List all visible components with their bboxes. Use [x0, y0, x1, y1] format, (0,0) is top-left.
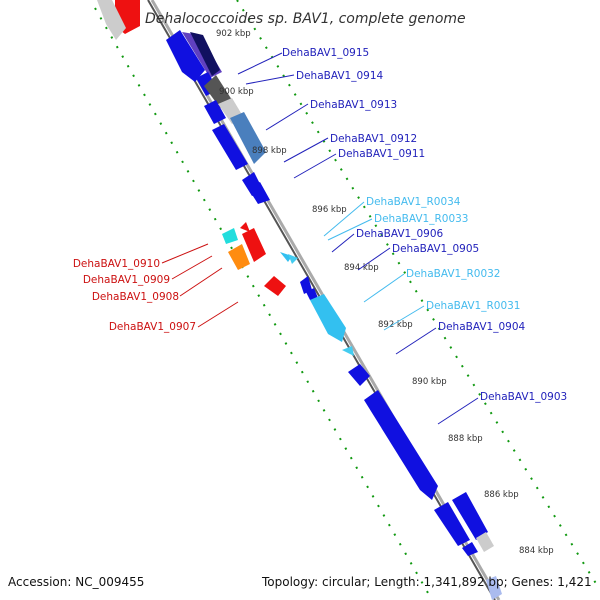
gene-label-0914: DehaBAV1_0914 — [296, 70, 384, 82]
gene-label-r0032: DehaBAV1_R0032 — [406, 268, 500, 280]
leader-0914 — [245, 74, 295, 85]
leader-0906 — [331, 233, 355, 253]
gene-label-0904: DehaBAV1_0904 — [438, 321, 526, 333]
scale-label-898: 898 kbp — [252, 146, 287, 156]
leader-0904 — [395, 327, 437, 355]
leader-0908 — [179, 267, 223, 297]
gene-bottom-3 — [462, 542, 478, 556]
topology-text: Topology: circular; Length: 1,341,892 bp… — [261, 575, 592, 589]
gene-label-0907: DehaBAV1_0907 — [109, 321, 196, 333]
gene-0908-arrow — [242, 228, 266, 262]
grey-gene-top — [97, 0, 126, 40]
rna-r0031 — [342, 346, 354, 356]
gene-label-r0034: DehaBAV1_R0034 — [366, 196, 461, 208]
gene-bottom-grey — [476, 532, 494, 552]
leader-0915 — [237, 52, 283, 75]
leader-0909 — [171, 255, 213, 280]
gene-label-0903: DehaBAV1_0903 — [480, 391, 567, 403]
gene-label-0911: DehaBAV1_0911 — [338, 148, 425, 160]
scale-label-896: 896 kbp — [312, 205, 347, 215]
gene-0913-arrow — [204, 100, 226, 124]
gene-bottom-2 — [452, 492, 488, 540]
gene-bottom-light — [486, 576, 502, 600]
leader-0911 — [293, 153, 337, 179]
gene-0910-arrow — [222, 228, 238, 244]
gene-0908b-arrow — [240, 222, 250, 232]
outer-dotted-ring — [236, 0, 600, 591]
scale-label-902: 902 kbp — [216, 29, 251, 39]
gene-0914-dark — [204, 75, 232, 108]
leader-0913 — [265, 103, 309, 131]
gene-0903-arrow — [364, 390, 438, 500]
gene-0906-arrow — [300, 276, 312, 294]
map-title: Dehalococcoides sp. BAV1, complete genom… — [145, 11, 466, 27]
gene-label-0908: DehaBAV1_0908 — [92, 291, 179, 303]
gene-0912-steel — [230, 112, 266, 164]
rna-r0033 — [288, 254, 298, 264]
scale-label-884: 884 kbp — [519, 546, 554, 556]
scale-label-900: 900 kbp — [219, 87, 254, 97]
leader-r0031 — [383, 305, 425, 331]
gene-label-r0031: DehaBAV1_R0031 — [426, 300, 520, 312]
leader-r0032 — [363, 273, 405, 303]
gene-0904-arrow — [348, 364, 370, 386]
scale-label-888: 888 kbp — [448, 434, 483, 444]
accession-text: Accession: NC_009455 — [8, 575, 144, 589]
leader-r0034 — [323, 201, 365, 237]
scale-label-892: 892 kbp — [378, 320, 413, 330]
gene-label-0909: DehaBAV1_0909 — [83, 274, 170, 286]
gene-0915-dark — [190, 32, 220, 76]
leader-0912 — [283, 137, 329, 163]
scale-label-886: 886 kbp — [484, 490, 519, 500]
gene-label-0912: DehaBAV1_0912 — [330, 133, 417, 145]
scale-label-890: 890 kbp — [412, 377, 447, 387]
gene-0905-arrow — [306, 288, 318, 300]
gene-label-0910: DehaBAV1_0910 — [73, 258, 160, 270]
rna-r0032 — [310, 294, 346, 342]
gene-0915-arrow — [166, 30, 205, 82]
rna-r0034 — [280, 252, 292, 262]
gene-label-r0033: DehaBAV1_R0033 — [374, 213, 468, 225]
leader-0905 — [357, 247, 391, 271]
gene-label-0913: DehaBAV1_0913 — [310, 99, 397, 111]
leader-r0033 — [327, 218, 373, 241]
gene-0909-arrow — [228, 244, 250, 270]
gene-label-0906: DehaBAV1_0906 — [356, 228, 444, 240]
gene-bottom-1 — [434, 502, 470, 546]
inner-dotted-ring — [94, 7, 433, 600]
gene-label-0905: DehaBAV1_0905 — [392, 243, 479, 255]
gene-0907-arrow — [264, 276, 286, 296]
gene-0911b-arrow — [248, 182, 270, 204]
leader-0903 — [437, 397, 479, 425]
leader-0910 — [161, 243, 209, 264]
leader-0907 — [197, 301, 239, 328]
gene-0912-arrow — [212, 124, 248, 170]
gene-label-0915: DehaBAV1_0915 — [282, 47, 369, 59]
